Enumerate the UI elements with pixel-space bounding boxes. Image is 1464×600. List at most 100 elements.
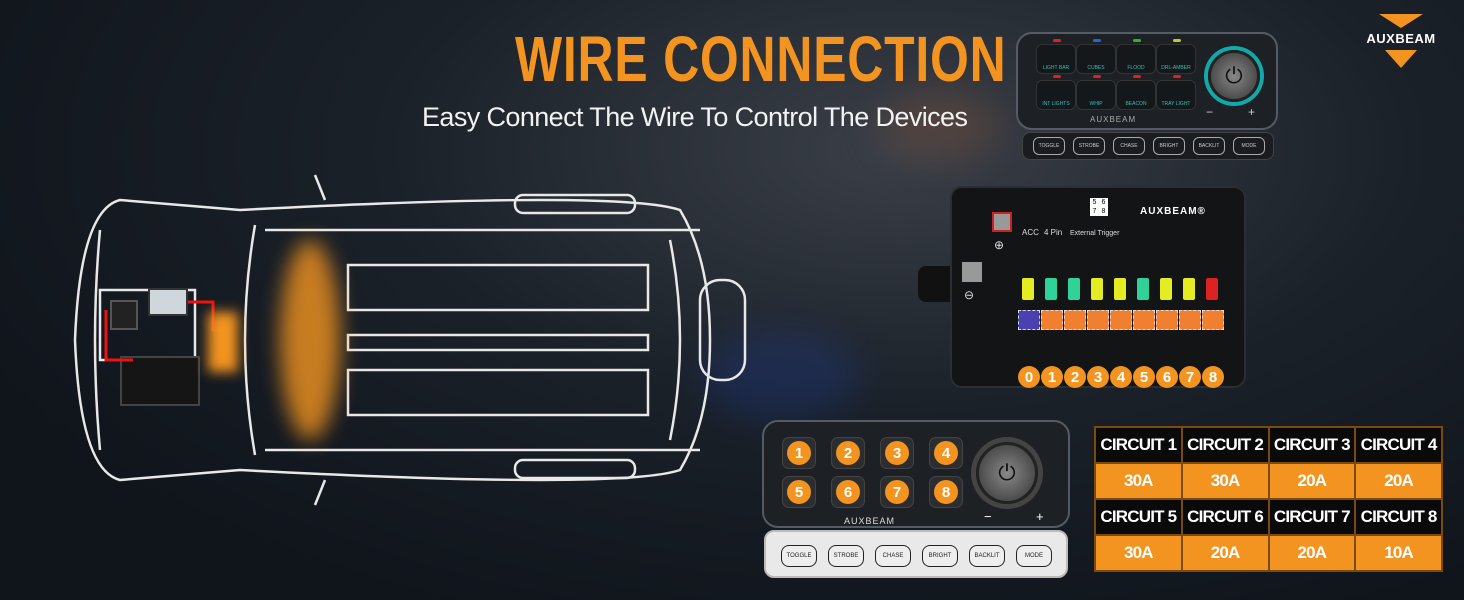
circuit-number-7: 7 (1179, 366, 1201, 388)
circuit-name: CIRCUIT 6 (1180, 498, 1270, 536)
circuit-name: CIRCUIT 1 (1094, 426, 1183, 464)
external-trigger-label: External Trigger (1070, 230, 1120, 237)
light-bar-glow (208, 312, 238, 372)
circuit-number-0: 0 (1018, 366, 1040, 388)
terminal (1179, 310, 1201, 330)
switch-6[interactable]: 6 (831, 476, 865, 508)
mini-relay-box-icon (120, 356, 200, 406)
auxbeam-logo: AUXBEAM (1352, 14, 1450, 68)
toggle-button[interactable]: TOGGLE (781, 545, 817, 567)
circuit-number-6: 6 (1156, 366, 1178, 388)
switch-1[interactable]: 1 (782, 437, 816, 469)
fuse (1045, 278, 1057, 300)
circuit-name: CIRCUIT 5 (1094, 498, 1183, 536)
vehicle-top-view-diagram (73, 174, 747, 506)
circuit-number-4: 4 (1110, 366, 1132, 388)
switch-3[interactable]: 3 (880, 437, 914, 469)
power-icon: ⏻ (998, 460, 1016, 485)
switch-flood[interactable]: FLOOD (1116, 39, 1156, 74)
bokeh-light (880, 90, 1000, 160)
fuse (1206, 278, 1218, 300)
fuse (1114, 278, 1126, 300)
terminal (1110, 310, 1132, 330)
switch-8[interactable]: 8 (929, 476, 963, 508)
minus-label: − (984, 509, 992, 524)
toggle-button[interactable]: TOGGLE (1033, 137, 1065, 155)
circuit-number-8: 8 (1202, 366, 1224, 388)
power-icon: ⏻ (1225, 63, 1243, 88)
chase-button[interactable]: CHASE (875, 545, 911, 567)
relay-brand: AUXBEAM® (1140, 206, 1206, 217)
terminal (1018, 310, 1040, 330)
terminal (1087, 310, 1109, 330)
minus-icon: ⊖ (964, 288, 975, 302)
switch-5[interactable]: 5 (782, 476, 816, 508)
circuit-name: CIRCUIT 3 (1267, 426, 1357, 464)
strobe-button[interactable]: STROBE (828, 545, 864, 567)
circuit-number-3: 3 (1087, 366, 1109, 388)
circuit-amps: 20A (1267, 462, 1357, 500)
fuse (1068, 278, 1080, 300)
switch-tray-light[interactable]: TRAY LIGHT (1156, 75, 1196, 110)
switch-beacon[interactable]: BEACON (1116, 75, 1156, 110)
circuit-number-2: 2 (1064, 366, 1086, 388)
chase-button[interactable]: CHASE (1113, 137, 1145, 155)
fuse (1137, 278, 1149, 300)
backlit-button[interactable]: BACKLIT (1193, 137, 1225, 155)
terminal (1064, 310, 1086, 330)
acc-label: ACC (1022, 228, 1039, 237)
bokeh-light (700, 330, 860, 420)
battery-icon (148, 288, 188, 316)
circuit-amps: 20A (1267, 534, 1357, 572)
panel-brand: AUXBEAM (844, 516, 896, 526)
bright-button[interactable]: BRIGHT (1153, 137, 1185, 155)
power-knob[interactable]: ⏻ (1208, 50, 1260, 102)
circuit-name: CIRCUIT 2 (1180, 426, 1270, 464)
mode-button[interactable]: MODE (1233, 137, 1265, 155)
switch-4[interactable]: 4 (929, 437, 963, 469)
circuit-breaker-icon (110, 300, 138, 330)
power-knob[interactable]: ⏻ (976, 442, 1038, 504)
logo-text: AUXBEAM (1366, 31, 1436, 46)
circuit-name: CIRCUIT 4 (1354, 426, 1443, 464)
fuse (1022, 278, 1034, 300)
switch-light-bar[interactable]: LIGHT BAR (1036, 39, 1076, 74)
logo-mark-icon (1385, 50, 1417, 68)
fuse (1183, 278, 1195, 300)
circuit-amps: 30A (1180, 462, 1270, 500)
circuit-amps: 10A (1354, 534, 1443, 572)
fuse (1091, 278, 1103, 300)
positive-terminal (992, 212, 1012, 232)
4pin-label: 4 Pin (1044, 228, 1063, 237)
switch-drl-amber[interactable]: DRL-AMBER (1156, 39, 1196, 74)
switch-whip[interactable]: WHIP (1076, 75, 1116, 110)
bright-button[interactable]: BRIGHT (922, 545, 958, 567)
light-bar-glow (280, 240, 340, 440)
circuit-amps: 20A (1354, 462, 1443, 500)
backlit-button[interactable]: BACKLIT (969, 545, 1005, 567)
switch-cubes[interactable]: CUBES (1076, 39, 1116, 74)
panel-brand: AUXBEAM (1090, 115, 1137, 124)
plus-label: + (1036, 509, 1044, 524)
plus-label: + (1248, 105, 1256, 119)
circuit-amps: 20A (1180, 534, 1270, 572)
negative-terminal (962, 262, 982, 282)
circuit-amps: 30A (1094, 534, 1183, 572)
switch-7[interactable]: 7 (880, 476, 914, 508)
circuit-name: CIRCUIT 8 (1354, 498, 1443, 536)
terminal (1133, 310, 1155, 330)
terminal (1156, 310, 1178, 330)
minus-label: − (1206, 105, 1214, 119)
logo-mark-icon (1379, 14, 1423, 28)
mode-button[interactable]: MODE (1016, 545, 1052, 567)
page-subtitle: Easy Connect The Wire To Control The Dev… (422, 102, 968, 132)
switch-2[interactable]: 2 (831, 437, 865, 469)
terminal (1202, 310, 1224, 330)
switch-int-lights[interactable]: INT LIGHTS (1036, 75, 1076, 110)
circuit-number-1: 1 (1041, 366, 1063, 388)
strobe-button[interactable]: STROBE (1073, 137, 1105, 155)
circuit-amps: 30A (1094, 462, 1183, 500)
plus-icon: ⊕ (994, 238, 1005, 252)
